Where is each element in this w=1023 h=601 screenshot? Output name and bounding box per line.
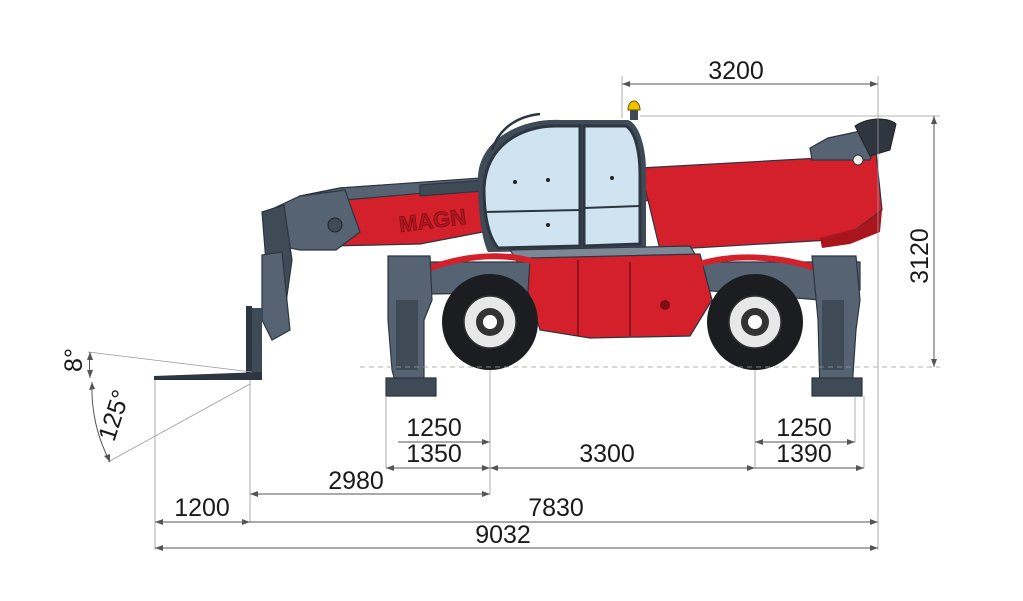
turret-rear-housing	[639, 118, 897, 251]
dim-height: 3120	[906, 228, 934, 284]
dimension-lines: 3200 3120 1250 1350 3300 1250 1390 2980	[154, 57, 940, 551]
front-wheel	[442, 274, 538, 370]
front-outrigger	[385, 255, 437, 397]
dim-overall-length: 9032	[475, 521, 531, 549]
dim-front-to-center: 2980	[328, 467, 384, 495]
rear-wheel	[707, 274, 803, 370]
angle-fork-tilt-down: 125°	[93, 387, 136, 445]
dim-fork-length: 1200	[174, 494, 230, 522]
dim-body-length: 7830	[528, 494, 584, 522]
dim-outrigger-front-inner: 1250	[406, 414, 462, 442]
telehandler-machine: MAGN	[154, 100, 897, 397]
dim-outrigger-rear-outer: 1390	[776, 440, 832, 468]
operator-cab	[478, 100, 646, 252]
rear-outrigger	[811, 255, 863, 397]
warning-beacon-icon	[627, 100, 641, 111]
fork-angle-annotations: 8° 125°	[60, 348, 253, 463]
dim-outrigger-front-outer: 1350	[406, 440, 462, 468]
pallet-forks	[154, 306, 262, 380]
dim-wheelbase: 3300	[579, 440, 635, 468]
dim-cab-to-rear: 3200	[708, 57, 764, 85]
dim-outrigger-rear-inner: 1250	[776, 414, 832, 442]
angle-fork-tilt-up: 8°	[60, 348, 88, 372]
